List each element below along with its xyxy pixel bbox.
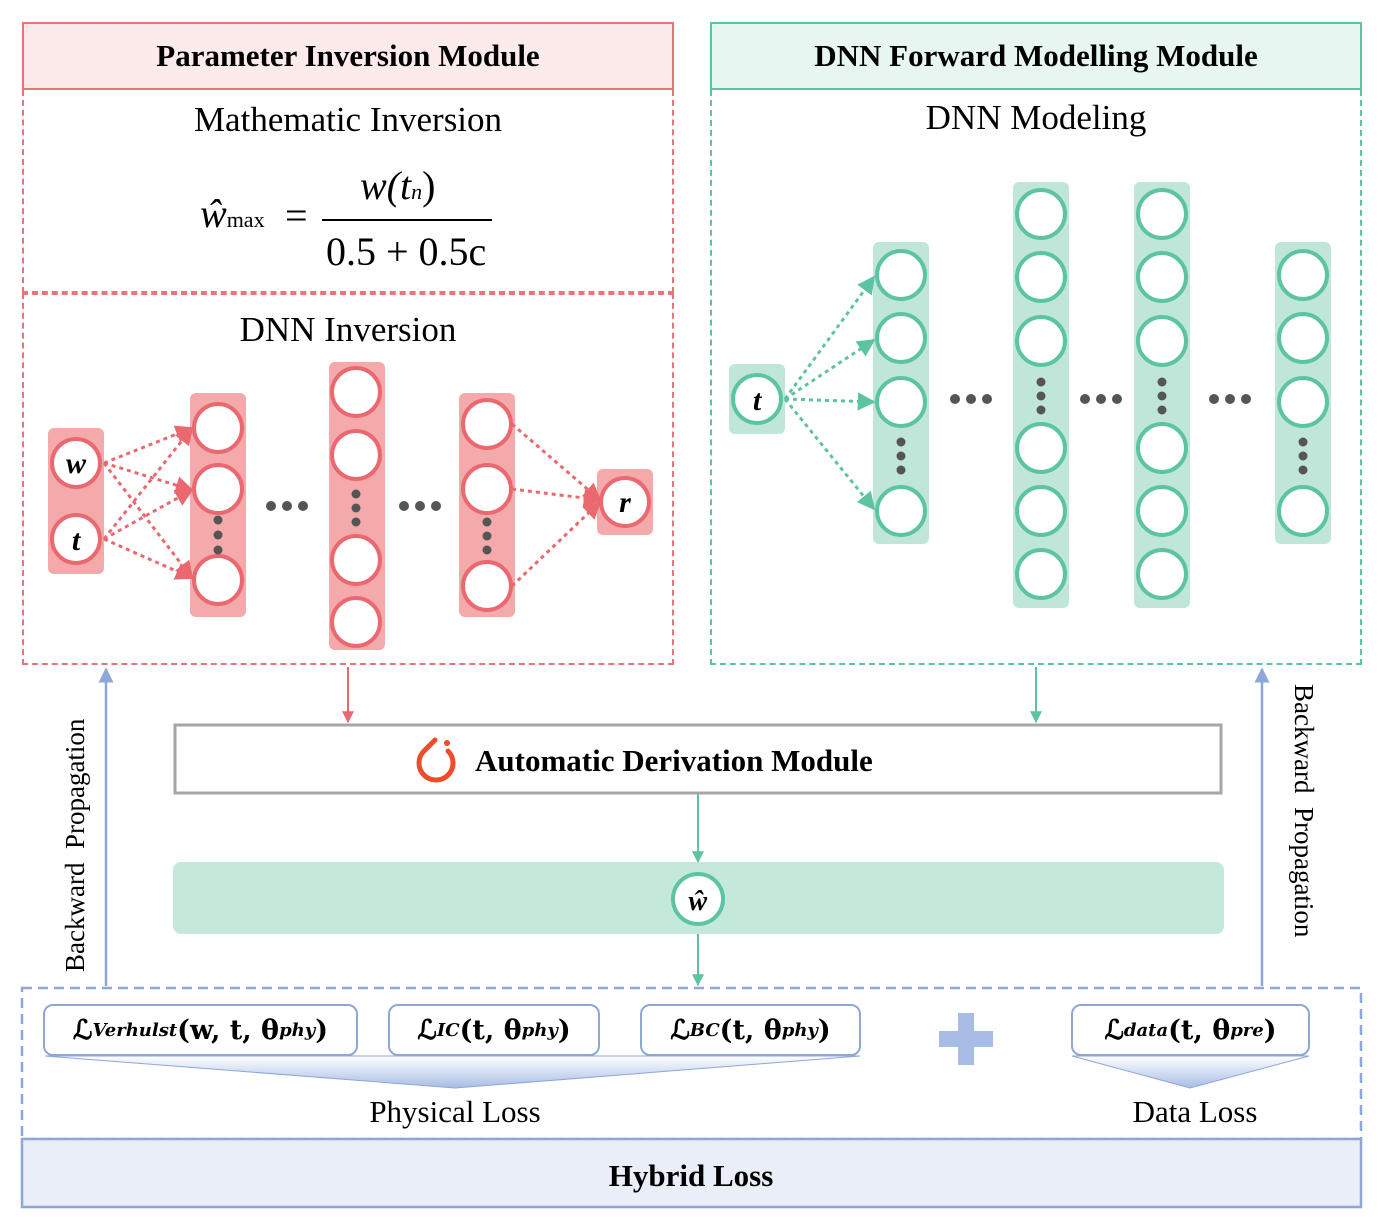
dnn-inversion-title: DNN Inversion (239, 310, 457, 349)
hybrid-loss-bar (20, 1137, 1363, 1209)
physical-loss-funnel (44, 1055, 861, 1089)
hidden3-node (1136, 188, 1188, 240)
auto-derivation-title: Automatic Derivation Module (475, 743, 873, 778)
hidden1-node (875, 312, 927, 364)
parameter-inversion-title: Parameter Inversion Module (156, 38, 540, 73)
formula-fraction-bar (322, 219, 492, 221)
hidden2-node (330, 429, 382, 481)
input-node-t (731, 373, 783, 425)
input-node-t (50, 513, 102, 565)
input-connections (102, 425, 194, 580)
input-label-t: t (753, 384, 763, 417)
formula-denominator: 0.5 + 0.5c (326, 229, 487, 274)
hidden1-node (192, 463, 244, 515)
hidden1-node (192, 402, 244, 454)
mathematic-inversion-title: Mathematic Inversion (193, 100, 503, 139)
output-node (1277, 485, 1329, 537)
auto-derivation-box (173, 723, 1223, 795)
dnn-forward-header: DNN Forward Modelling Module (710, 22, 1362, 90)
hidden3-node (461, 560, 513, 612)
hidden2-node (1015, 422, 1067, 474)
hidden2-node (1015, 485, 1067, 537)
output-node (1277, 312, 1329, 364)
hidden1-node (875, 249, 927, 301)
hidden3-node (1136, 315, 1188, 367)
formula-numerator: w(tn) (360, 163, 436, 208)
hidden3-node (461, 463, 513, 515)
hidden3-node (1136, 422, 1188, 474)
pytorch-flame-icon (416, 737, 456, 783)
hidden3-node (1136, 251, 1188, 303)
flow-arrows (98, 667, 1270, 987)
output-node (1277, 376, 1329, 428)
backprop-label-right: Backward Propagation (1289, 684, 1319, 938)
output-connections (510, 422, 602, 588)
hidden2-node (1015, 548, 1067, 600)
hidden3-node (1136, 548, 1188, 600)
dnn-modeling-title: DNN Modeling (925, 98, 1147, 137)
dnn-modeling-panel (710, 90, 1362, 665)
prediction-node (671, 872, 725, 926)
hidden1-node (875, 376, 927, 428)
inversion-formula: ŵmax = w(tn) 0.5 + 0.5c (190, 160, 510, 280)
dnn-modeling-network: t (729, 182, 1331, 608)
output-node (1277, 249, 1329, 301)
loss-container (20, 986, 1363, 1141)
hidden1-node (192, 554, 244, 606)
hidden2-node (1015, 188, 1067, 240)
hidden2-node (330, 534, 382, 586)
formula-lhs: ŵmax (200, 191, 265, 236)
input-node-w (50, 437, 102, 489)
input-label-t: t (72, 524, 82, 557)
output-node-r (599, 476, 651, 528)
hidden2-node (330, 596, 382, 648)
dnn-forward-title: DNN Forward Modelling Module (814, 38, 1258, 73)
dnn-inversion-network: w t r (48, 362, 653, 650)
hidden2-node (1015, 251, 1067, 303)
horizontal-ellipsis (266, 501, 441, 511)
plus-icon (939, 1013, 993, 1065)
data-loss-funnel (1071, 1055, 1310, 1089)
backprop-label-left: Backward Propagation (60, 718, 90, 972)
hidden1-node (875, 485, 927, 537)
output-label-r: r (619, 486, 631, 519)
physical-loss-caption: Physical Loss (369, 1094, 541, 1129)
formula-equals: = (285, 193, 308, 238)
input-label-w: w (66, 447, 87, 480)
vertical-ellipsis (896, 377, 1308, 475)
prediction-symbol: ŵ (688, 886, 708, 917)
hidden3-node (1136, 485, 1188, 537)
dnn-inversion-panel (22, 293, 674, 665)
hidden2-node (330, 366, 382, 418)
hidden2-node (1015, 315, 1067, 367)
mathematic-inversion-panel (22, 90, 674, 293)
input-connections (783, 275, 876, 511)
vertical-ellipsis (213, 489, 492, 555)
horizontal-ellipsis (950, 394, 1251, 404)
hybrid-loss-title: Hybrid Loss (609, 1158, 774, 1193)
parameter-inversion-header: Parameter Inversion Module (22, 22, 674, 90)
hidden3-node (461, 398, 513, 450)
data-loss-caption: Data Loss (1132, 1094, 1258, 1129)
